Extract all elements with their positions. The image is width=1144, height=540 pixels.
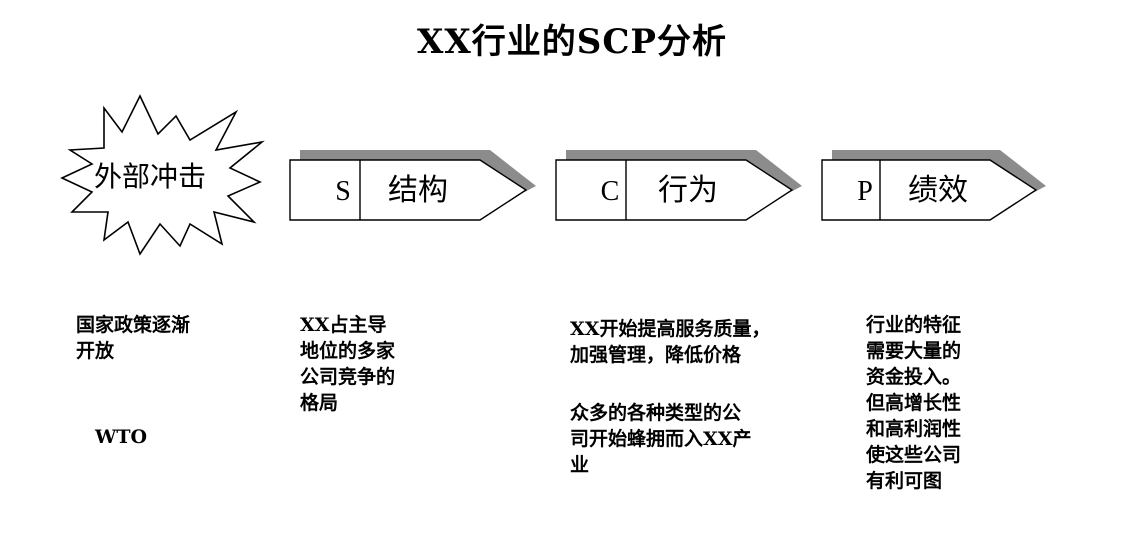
conduct-description: XX开始提高服务质量， 加强管理，降低价格	[570, 318, 771, 366]
shock-description: 国家政策逐渐 开放	[76, 314, 191, 362]
external-shock-burst: 外部冲击	[60, 94, 265, 256]
structure-description: XX占主导 地位的多家 公司竞争的 格局	[300, 314, 396, 414]
stage-arrow	[289, 159, 528, 221]
stage-conduct: C 行为	[555, 150, 802, 221]
stage-performance: P 绩效	[821, 150, 1046, 221]
stage-arrow	[555, 159, 794, 221]
starburst-shape	[60, 94, 265, 256]
stage-label: 绩效	[908, 173, 968, 208]
stage-structure: S 结构	[289, 150, 536, 221]
stage-letter: S	[335, 176, 351, 207]
conduct-extra-description: 众多的各种类型的公 司开始蜂拥而入XX产 业	[570, 402, 752, 476]
page-title: XX行业的SCP分析	[417, 22, 727, 62]
stage-label: 行为	[658, 173, 718, 208]
shock-extra-note: WTO	[95, 426, 148, 448]
shock-label: 外部冲击	[94, 160, 206, 193]
stage-letter: C	[601, 176, 620, 207]
stage-label: 结构	[388, 173, 448, 208]
stage-letter: P	[857, 176, 873, 207]
performance-description: 行业的特征 需要大量的 资金投入。 但高增长性 和高利润性 使这些公司 有利可图	[866, 314, 962, 492]
stage-arrow	[821, 159, 1038, 221]
